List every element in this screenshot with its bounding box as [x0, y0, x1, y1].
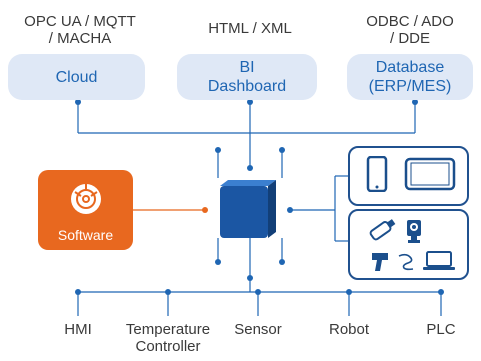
cloud-box: Cloud — [8, 54, 145, 100]
database-protocol-label: ODBC / ADO / DDE — [366, 13, 454, 47]
webcam-icon — [407, 220, 421, 243]
plc-label: PLC — [426, 321, 456, 338]
disc-gear-icon — [71, 184, 101, 214]
barcode-scanner-icon — [372, 253, 388, 271]
usb-drive-icon — [369, 219, 396, 241]
database-label: Database (ERP/MES) — [368, 59, 452, 95]
temperature-controller-label: Temperature Controller — [125, 321, 211, 355]
software-label: Software — [57, 227, 114, 243]
robot-label: Robot — [328, 321, 370, 338]
software-box: Software — [38, 170, 133, 250]
smartphone-icon — [366, 156, 388, 192]
cloud-protocol-label: OPC UA / MQTT / MACHA — [24, 13, 136, 47]
tablet-icon — [404, 157, 456, 191]
database-box: Database (ERP/MES) — [347, 54, 473, 100]
bi-dashboard-label: BI Dashboard — [207, 59, 287, 95]
cable-icon — [398, 253, 414, 271]
cloud-box-label: Cloud — [55, 68, 98, 86]
gateway-hub-icon — [220, 180, 276, 238]
bi-dashboard-box: BI Dashboard — [177, 54, 317, 100]
laptop-icon — [423, 251, 455, 270]
sensor-label: Sensor — [234, 321, 282, 338]
bi-protocol-label: HTML / XML — [208, 20, 292, 37]
hmi-label: HMI — [64, 321, 92, 338]
